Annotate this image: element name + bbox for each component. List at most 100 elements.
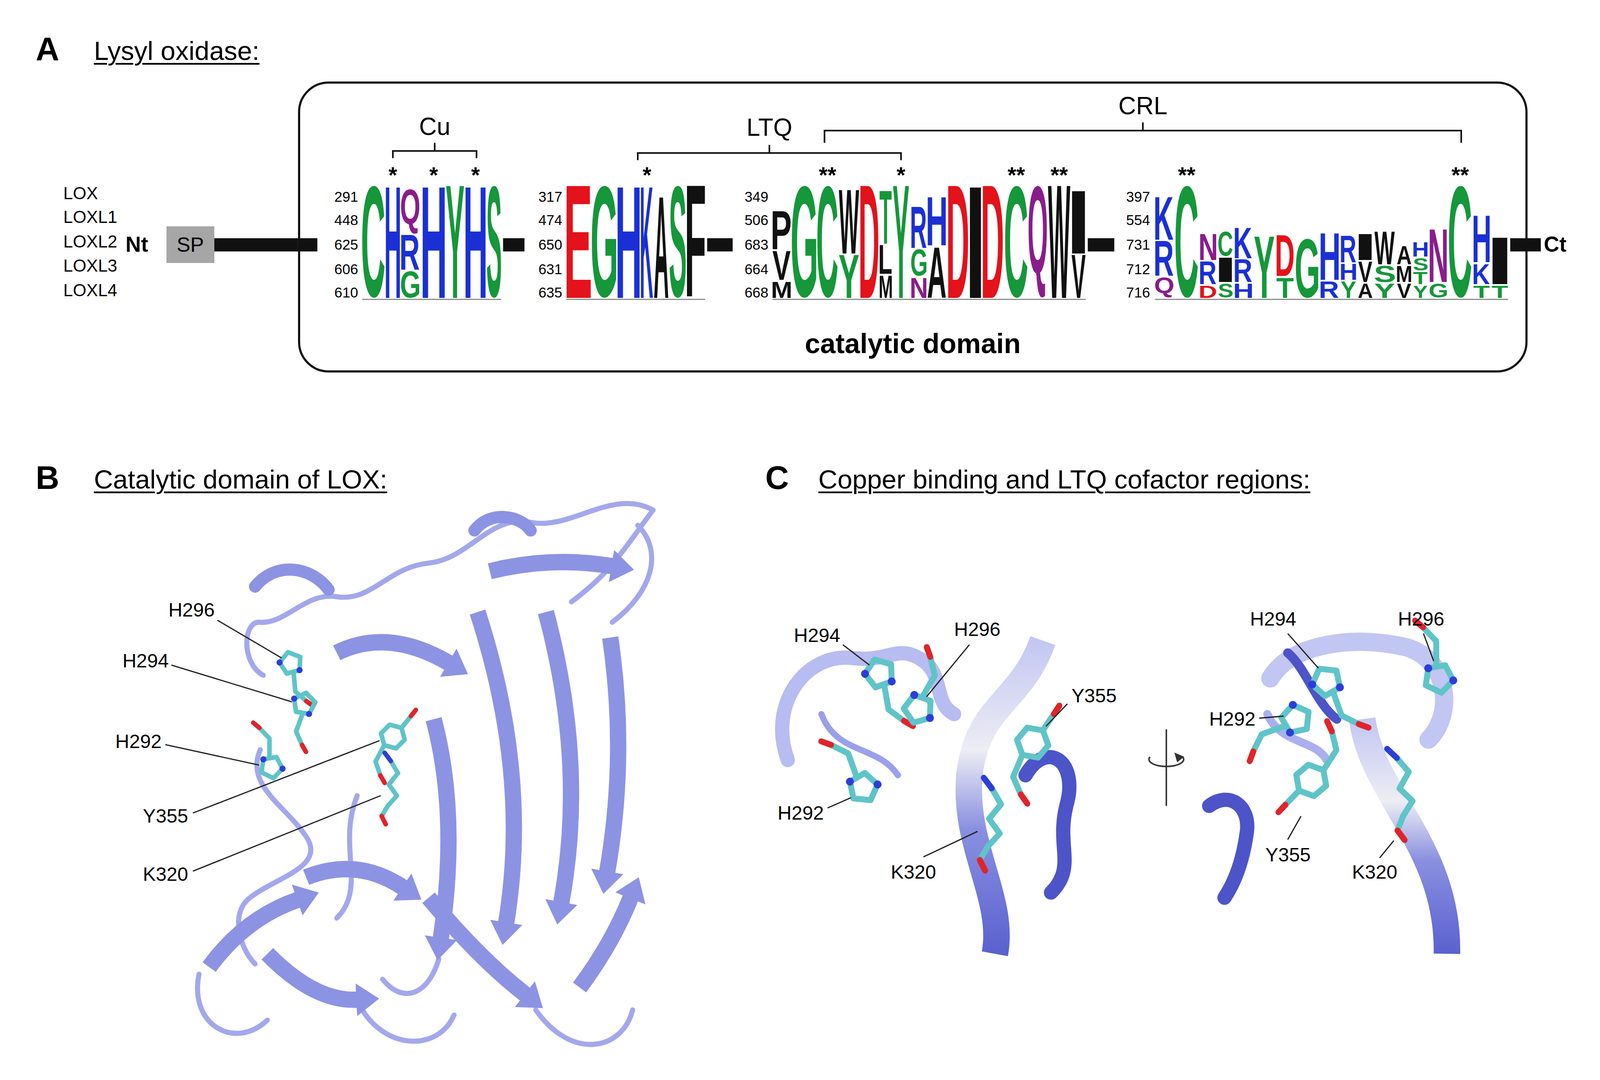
rotation-arrowhead (1175, 754, 1183, 762)
residue-label: Y355 (142, 805, 189, 828)
histidine-stick (282, 690, 317, 753)
residue-label: H296 (953, 618, 1001, 641)
logo-letter: Y (1374, 280, 1396, 302)
bracket (637, 144, 901, 160)
brackets (392, 122, 1462, 161)
ribbon-helix (1025, 757, 1070, 893)
ribbon-fragment-left (782, 640, 1070, 954)
histidine-stick (900, 646, 957, 729)
logo-letter: K (639, 161, 653, 323)
leader-lines (1259, 633, 1434, 859)
panel-letter: A (35, 30, 60, 68)
ribbon-loop (362, 1010, 455, 1042)
residue-number: 610 (334, 284, 358, 302)
tyrosine-stick (1278, 716, 1347, 825)
sequence-name: LOXL1 (63, 207, 118, 228)
histidine-stick (252, 718, 287, 781)
logo-letter: Y (445, 159, 465, 323)
panel-title: Catalytic domain of LOX: (94, 464, 388, 496)
histidine-stick (857, 655, 914, 738)
ribbon-helix (474, 517, 531, 531)
leader-line (1259, 716, 1284, 719)
leader-lines (165, 620, 381, 872)
logo-letter: C (1447, 162, 1473, 321)
beta-strand (579, 897, 631, 988)
logo-letter: D (980, 159, 1004, 323)
residue-label: H294 (793, 624, 841, 647)
panel-title: Copper binding and LTQ cofactor regions: (818, 464, 1311, 496)
beta-strand (336, 642, 449, 664)
residue-label: H296 (168, 599, 215, 622)
logo-letter: G (790, 162, 819, 321)
residue-label: H292 (1209, 708, 1256, 731)
ribbon-loops (197, 503, 653, 1045)
leader-line (1379, 840, 1394, 859)
residue-label: H294 (1249, 608, 1296, 631)
logo-letter: R (1318, 277, 1340, 302)
logo-letter: Y (1253, 222, 1275, 312)
residue-number: 317 (538, 188, 562, 206)
logo-letter: G (399, 265, 421, 304)
residue-sticks (1234, 615, 1459, 842)
residue-label: K320 (890, 861, 937, 884)
logo-letter: C (360, 162, 386, 321)
logo-letter: D (858, 159, 880, 323)
logo-letter: C (1003, 162, 1029, 321)
leader-line (217, 620, 282, 659)
ribbon-helix (255, 569, 329, 590)
residue-number: 631 (538, 261, 562, 278)
residue-label: H294 (122, 649, 169, 673)
logo-letter: Q (399, 181, 421, 232)
beta-strand (477, 612, 514, 924)
lysine-stick (1383, 746, 1421, 842)
domain-linker (214, 238, 299, 252)
logo-letter: S (668, 162, 687, 321)
leader-line (171, 665, 292, 703)
histidine-stick (820, 725, 887, 808)
panel-letter: B (35, 458, 60, 497)
logo-letter: C (1174, 162, 1199, 321)
residue-label: H292 (115, 730, 162, 753)
beta-strand (306, 869, 404, 888)
residue-number: 664 (744, 261, 769, 278)
logo-letter: E (563, 159, 593, 323)
logo-letter: G (590, 162, 619, 321)
sequence-name: LOXL2 (63, 232, 118, 252)
ribbon-loop (246, 596, 337, 676)
rotation-axis (1165, 729, 1168, 807)
logo-letter: G (1294, 226, 1321, 310)
logo-letter: N (909, 272, 929, 303)
logo-letter: Y (892, 159, 910, 323)
logo-letter: S (486, 162, 502, 321)
logo-letter: H (614, 161, 643, 323)
leader-line (827, 797, 851, 809)
logo-letter: A (927, 235, 947, 309)
residue-number: 635 (538, 284, 562, 302)
residue-number: 625 (334, 236, 358, 254)
bracket (392, 142, 477, 158)
leader-lines (827, 644, 1068, 857)
ribbon-loop (336, 503, 653, 598)
ribbon-loop (336, 796, 358, 919)
tyrosine-stick (1006, 699, 1060, 807)
panel-letter: C (765, 458, 790, 497)
signal-peptide-box: SP (166, 226, 215, 264)
sequence-name: LOXL3 (63, 256, 118, 277)
residue-label: Y355 (1265, 843, 1311, 867)
logo-letter: V (1071, 244, 1086, 308)
logo-letter: C (815, 162, 839, 321)
logo-letter: F (684, 160, 706, 321)
residue-number: 650 (538, 236, 562, 254)
residue-label: H292 (777, 802, 824, 825)
ribbon-loop (535, 1010, 633, 1045)
logo-letter: T (1491, 282, 1509, 301)
lysine-stick (381, 752, 399, 825)
region-label: LTQ (746, 113, 793, 142)
residue-number: 606 (334, 261, 358, 278)
residue-label: K320 (142, 863, 189, 886)
beta-strand (428, 897, 526, 995)
protein-ribbon (197, 503, 653, 1045)
leader-line (842, 644, 870, 666)
domain-bar (707, 238, 733, 252)
leader-line (1423, 633, 1434, 662)
